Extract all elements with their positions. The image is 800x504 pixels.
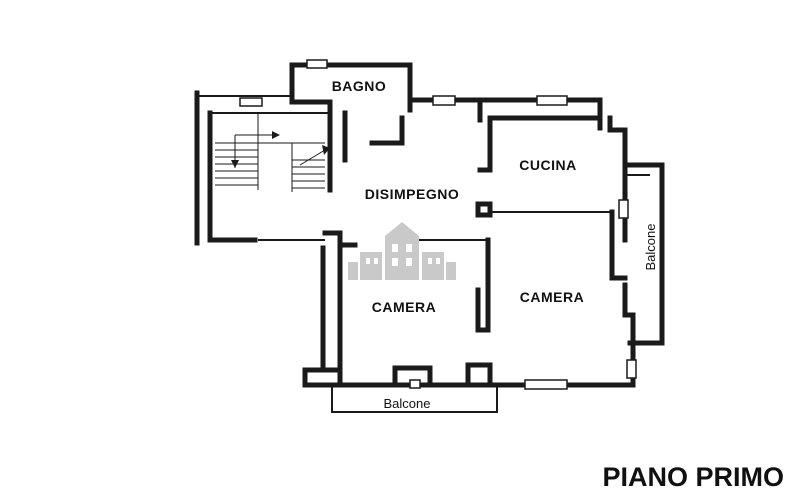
room-label-camera-left: CAMERA <box>372 299 436 315</box>
room-label-bagno: BAGNO <box>332 78 387 94</box>
walls <box>194 62 665 413</box>
balcone-label-right: Balcone <box>643 224 658 271</box>
staircase-icon <box>215 113 330 192</box>
balcone-label-bottom: Balcone <box>384 396 431 411</box>
room-label-cucina: CUCINA <box>519 157 576 173</box>
windows <box>239 59 637 390</box>
room-label-disimpegno: DISIMPEGNO <box>365 186 459 202</box>
room-label-camera-right: CAMERA <box>520 289 584 305</box>
plan-title: PIANO PRIMO <box>602 462 784 492</box>
house-logo-icon <box>348 222 456 280</box>
